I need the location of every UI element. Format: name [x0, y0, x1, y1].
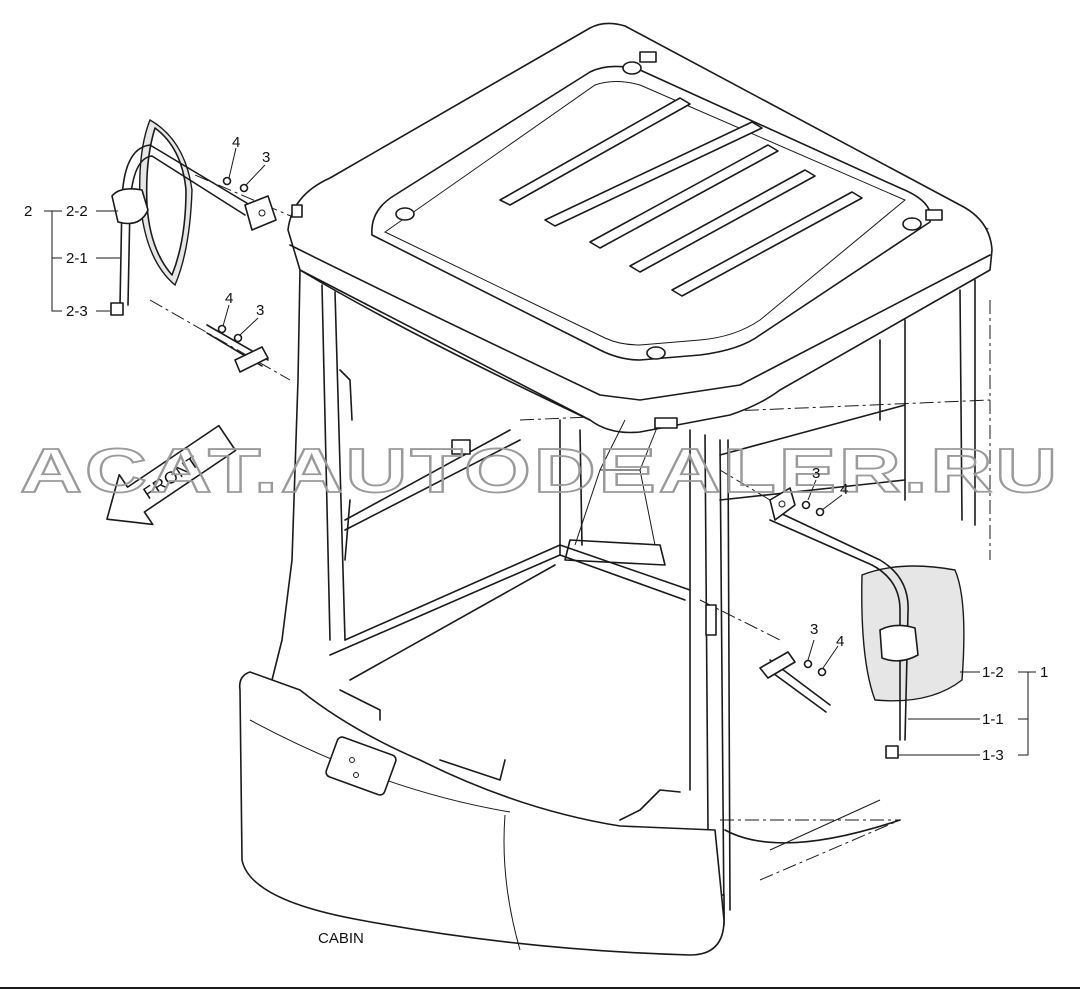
callout-1-1: 1-1	[982, 711, 1004, 728]
cabin-roof	[287, 22, 993, 434]
callout-right-screw-lower: 4	[836, 633, 844, 650]
callout-2-2: 2-2	[66, 203, 88, 220]
right-mirror-assembly	[759, 487, 965, 759]
callout-2-1: 2-1	[66, 250, 88, 267]
callout-1-3: 1-3	[982, 747, 1004, 764]
leader-lines	[44, 147, 1036, 756]
watermark-text: ACAT.AUTODEALER.RU	[20, 437, 1060, 506]
callout-left-washer-upper: 3	[262, 149, 270, 166]
callout-1: 1	[1040, 664, 1048, 681]
callout-left-washer-lower: 3	[256, 302, 264, 319]
callout-2-3: 2-3	[66, 303, 88, 320]
callout-right-washer-lower: 3	[810, 621, 818, 638]
cabin-lower-body	[238, 671, 901, 956]
callout-1-2: 1-2	[982, 664, 1004, 681]
callout-right-washer-upper: 3	[812, 465, 820, 482]
diagram-caption: CABIN	[318, 930, 364, 947]
callout-2: 2	[24, 203, 32, 220]
callout-left-screw-lower: 4	[225, 290, 233, 307]
callout-right-screw-upper: 4	[840, 481, 848, 498]
left-mirror-assembly	[110, 118, 303, 373]
callout-left-screw-upper: 4	[232, 134, 240, 151]
